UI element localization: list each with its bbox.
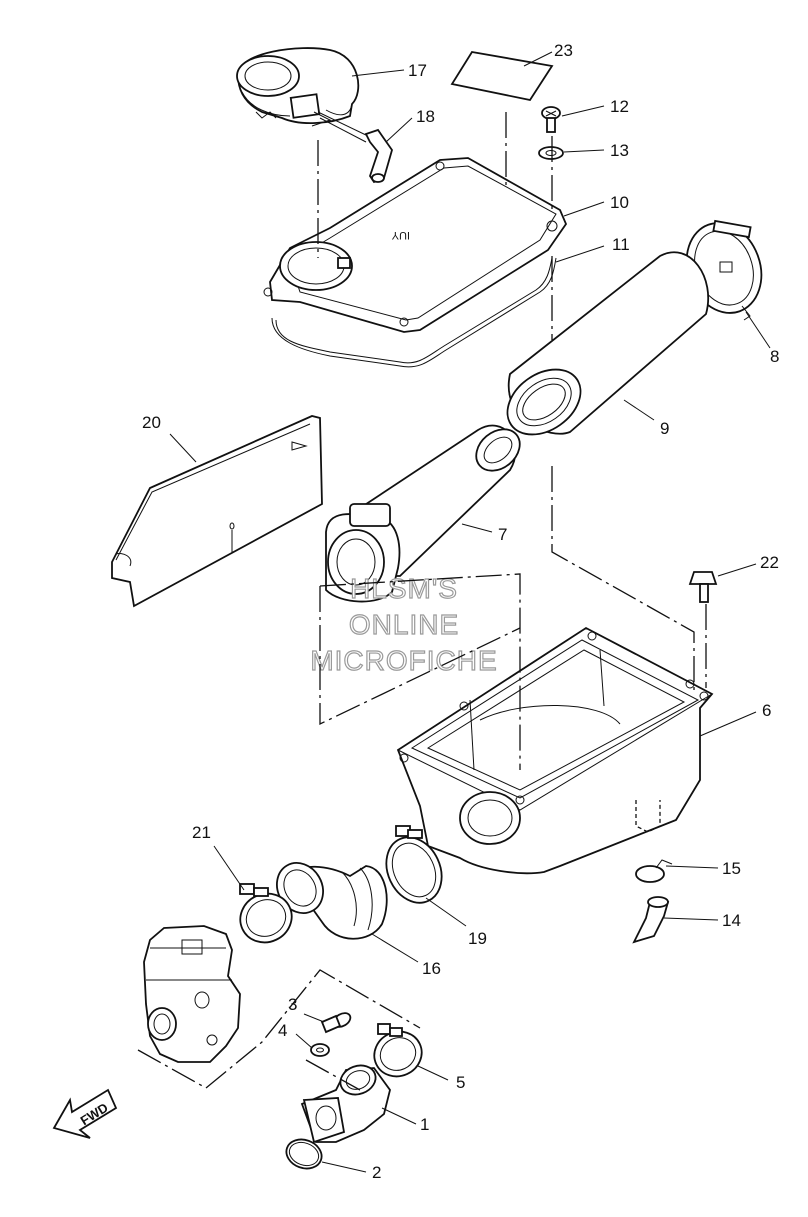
part-10-airbox-cover: IUY — [263, 157, 568, 333]
part-5-hose-clamp — [373, 1023, 423, 1078]
callout-22: 22 — [760, 553, 779, 572]
callout-19: 19 — [468, 929, 487, 948]
part-16-joint — [276, 862, 388, 940]
fwd-arrow: FWD — [52, 1088, 118, 1139]
callout-8: 8 — [770, 347, 779, 366]
callout-14: 14 — [722, 911, 741, 930]
callout-12: 12 — [610, 97, 629, 116]
callout-9: 9 — [660, 419, 669, 438]
callout-20: 20 — [142, 413, 161, 432]
callout-11: 11 — [612, 235, 630, 254]
callout-4: 4 — [278, 1021, 287, 1040]
part-15-clamp — [635, 859, 673, 883]
callout-6: 6 — [762, 701, 771, 720]
part-6-airbox-case — [396, 626, 714, 875]
part-20-shield-plate — [111, 415, 323, 608]
callout-5: 5 — [456, 1073, 465, 1092]
leader-lines — [169, 51, 771, 1173]
part-22-bolt — [688, 571, 718, 603]
carburetor-reference — [143, 925, 241, 1063]
part-2-o-ring — [285, 1138, 323, 1170]
part-12-screw — [541, 106, 561, 133]
callout-23: 23 — [554, 41, 573, 60]
cover-marking: IUY — [391, 229, 410, 241]
part-18-breather-elbow — [317, 111, 393, 184]
assembly-lines — [137, 112, 707, 1091]
watermark-line-1: HLSM'S — [350, 573, 458, 604]
part-13-washer — [538, 146, 564, 160]
part-1-carb-joint — [300, 1064, 391, 1144]
watermark-line-3: MICROFICHE — [310, 645, 497, 676]
callout-13: 13 — [610, 141, 629, 160]
part-4-washer — [310, 1043, 330, 1057]
callout-7: 7 — [498, 525, 507, 544]
callout-10: 10 — [610, 193, 629, 212]
callout-1: 1 — [420, 1115, 429, 1134]
callout-15: 15 — [722, 859, 741, 878]
part-17-intake-cap — [236, 47, 360, 127]
part-11-cover-seal — [271, 257, 557, 368]
watermark-line-2: ONLINE — [349, 609, 459, 640]
part-21-hose-clamp — [239, 883, 293, 944]
callout-3: 3 — [288, 995, 297, 1014]
callout-16: 16 — [422, 959, 441, 978]
part-14-drain — [632, 896, 670, 944]
part-3-screw — [320, 1012, 352, 1034]
part-19-hose-clamp — [385, 825, 443, 904]
callout-2: 2 — [372, 1163, 381, 1182]
callout-numbers: 1 2 3 4 5 6 7 8 9 10 11 12 13 14 15 16 1… — [142, 41, 779, 1182]
callout-17: 17 — [408, 61, 427, 80]
callout-21: 21 — [192, 823, 211, 842]
watermark: HLSM'S ONLINE MICROFICHE — [310, 572, 498, 676]
part-9-air-filter — [506, 251, 709, 436]
callout-18: 18 — [416, 107, 435, 126]
part-7-filter-guide — [325, 424, 521, 603]
